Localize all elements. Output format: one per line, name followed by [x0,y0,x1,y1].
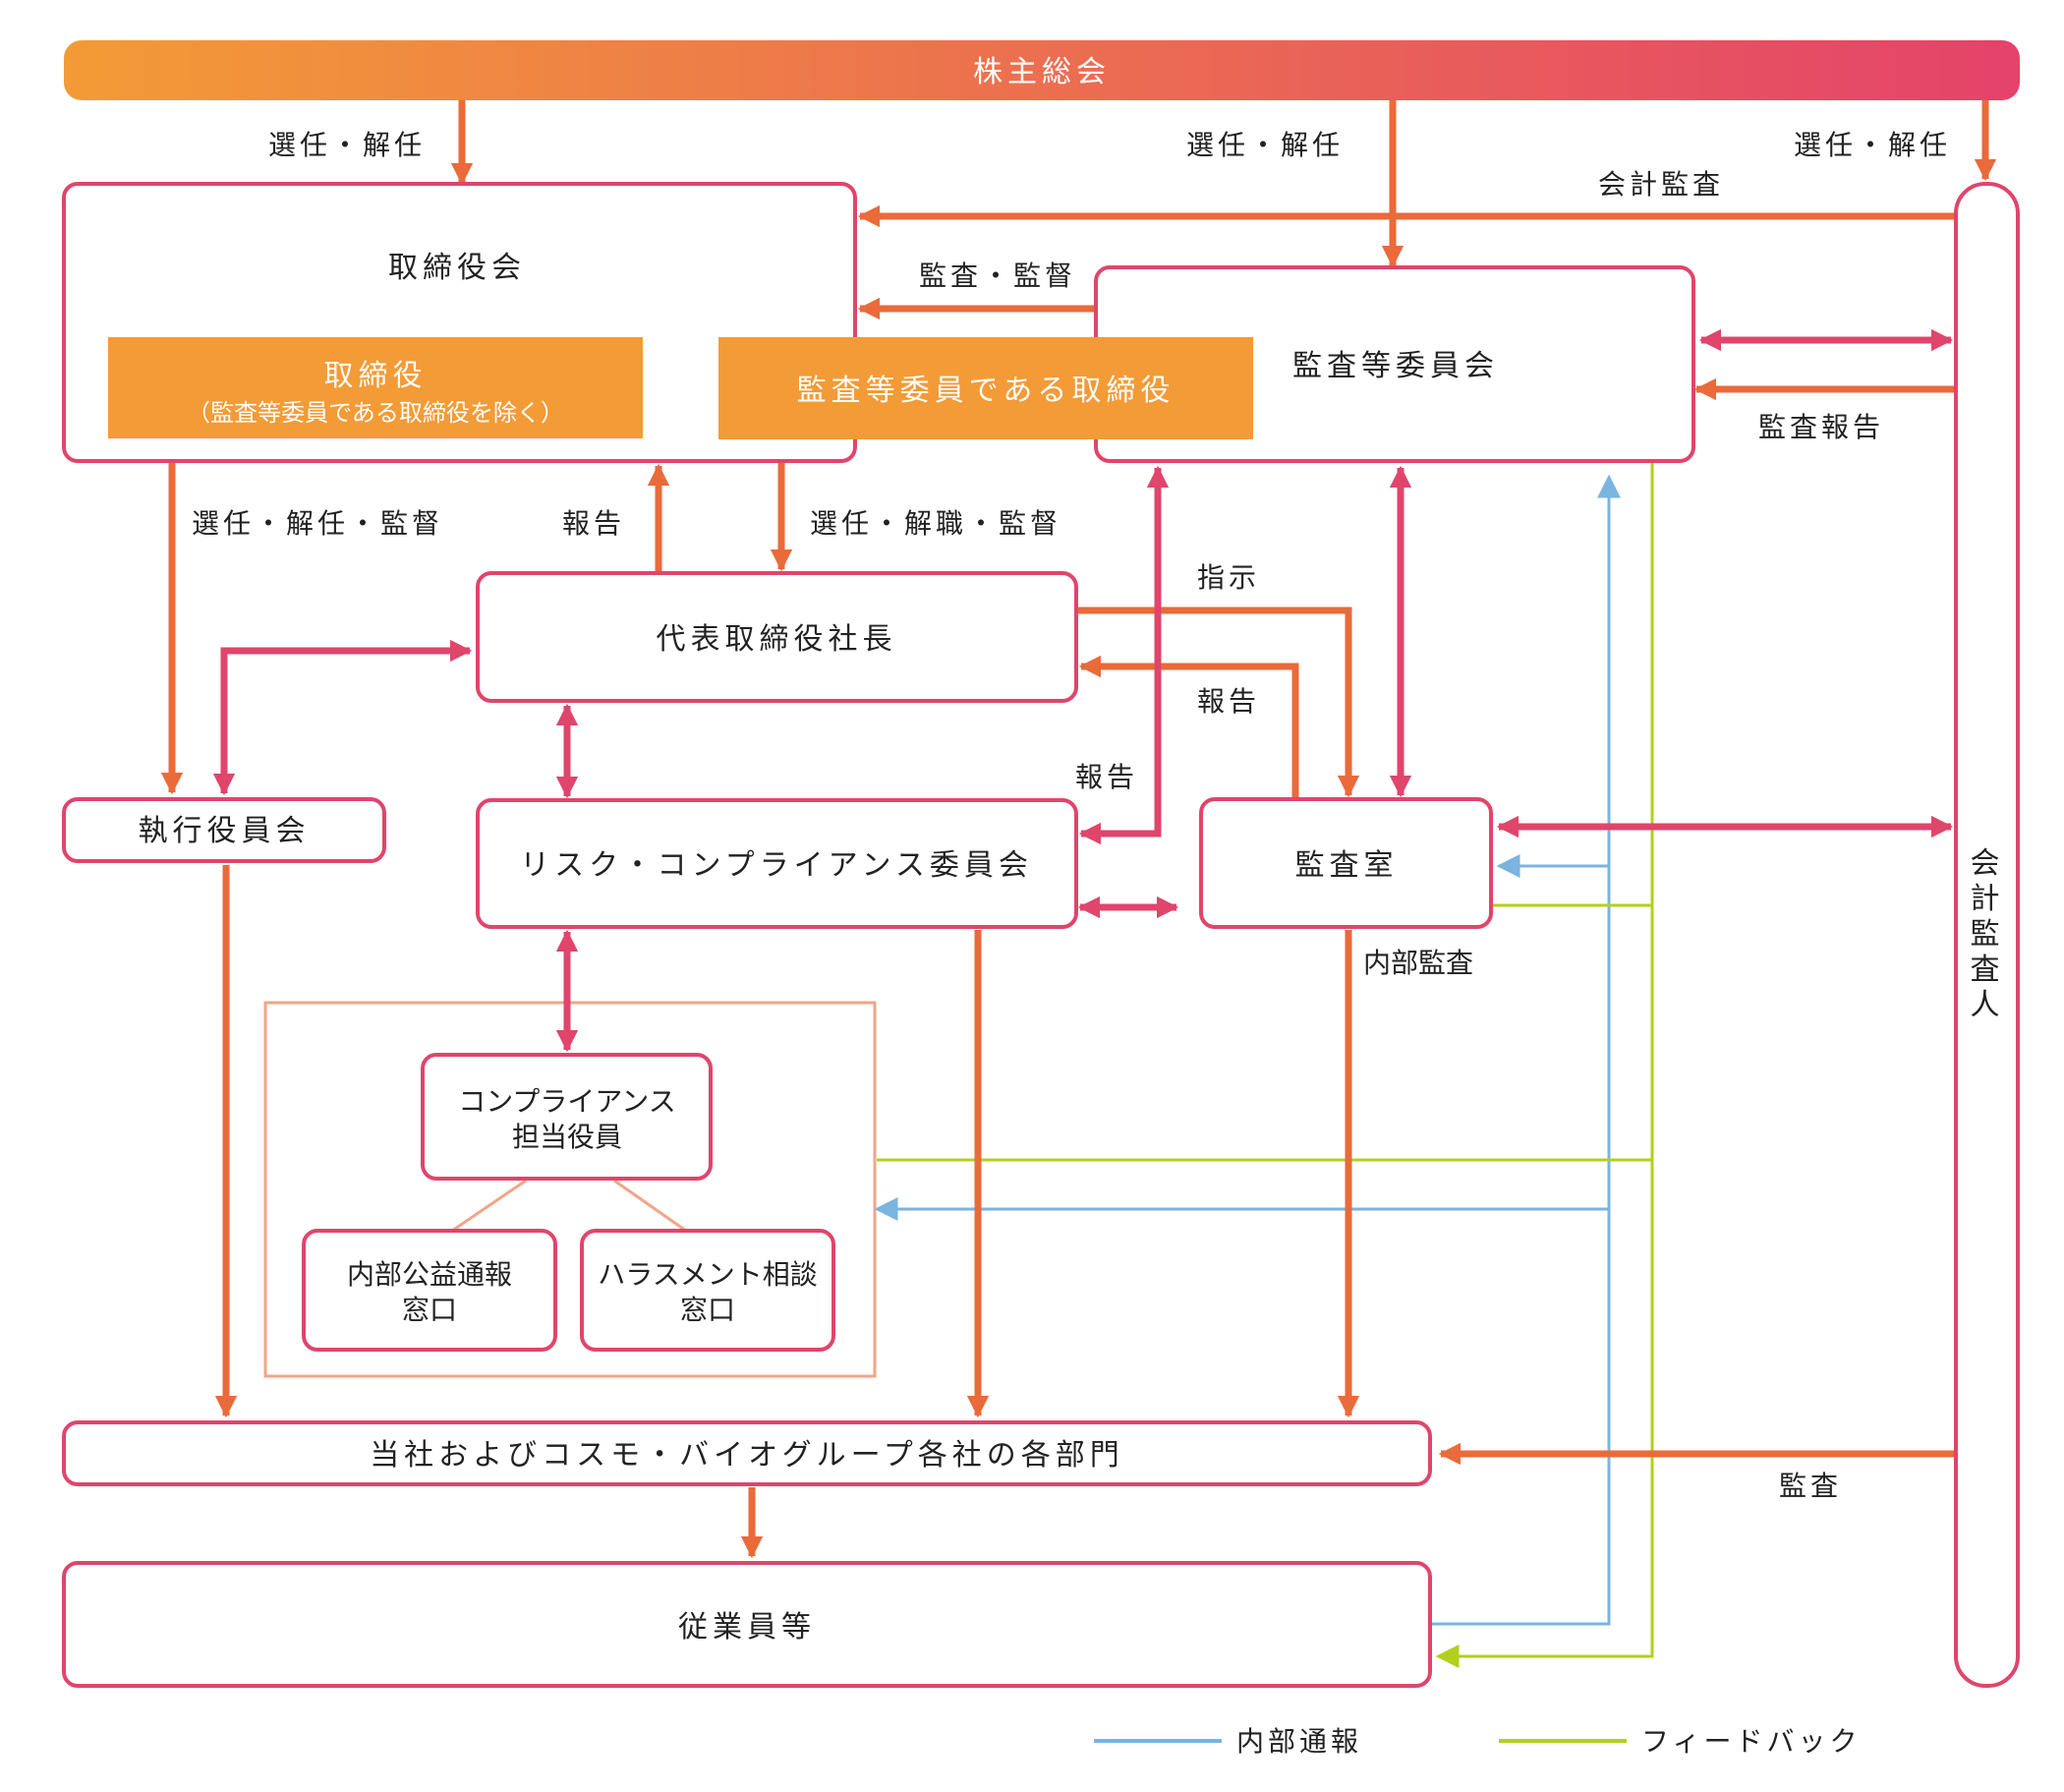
accounting-auditor-box [1954,182,2020,1688]
label-report-1: 報告 [562,507,625,540]
arrow-exec-president [212,639,473,796]
label-audit: 監査 [1779,1470,1842,1502]
whistleblowing-window-box [302,1229,557,1352]
risk-committee-label: リスク・コンプライアンス委員会 [520,848,1033,883]
harassment-window-label-1: ハラスメント相談 [598,1258,817,1291]
compliance-officer-box [421,1053,713,1181]
label-appoint-dismiss-3: 選任・解任 [1794,129,1951,161]
compliance-officer-label-2: 担当役員 [512,1121,622,1153]
feedback-lines [877,462,1654,1668]
pink-arrows [212,328,1954,1053]
audit-member-directors-label: 監査等委員である取締役 [797,374,1175,408]
compliance-officer-label-1: コンプライアンス [458,1085,675,1118]
internal-report-lines [874,474,1621,1626]
harassment-window-box [580,1229,835,1352]
label-audit-report: 監査報告 [1758,411,1884,443]
directors-sublabel: （監査等委員である取締役を除く） [187,399,564,427]
svg-text:査: 査 [1971,953,2005,987]
svg-text:計: 計 [1971,882,2005,916]
directors-label: 取締役 [324,359,428,393]
label-appoint-dismiss-supervise: 選任・解任・監督 [192,507,443,540]
label-audit-supervise: 監査・監督 [919,260,1076,292]
arrow-audit-committee-report-to-risk [1078,465,1170,845]
risk-committee-box [476,798,1078,929]
audit-office-box [1199,797,1493,929]
svg-text:監: 監 [1971,917,2005,952]
label-accounting-audit: 会計監査 [1598,168,1724,201]
label-report-3: 報告 [1075,761,1138,793]
whistleblowing-window-label-2: 窓口 [402,1294,457,1326]
shareholders-meeting-label: 株主総会 [973,55,1111,89]
whistleblowing-window-label-1: 内部公益通報 [347,1258,512,1291]
audit-member-directors-box [718,337,1253,439]
legend-feedback-label: フィードバック [1641,1725,1861,1758]
audit-office-label: 監査室 [1295,848,1399,883]
departments-box [62,1420,1432,1486]
board-of-directors-label: 取締役会 [388,251,526,285]
harassment-window-label-2: 窓口 [680,1294,735,1326]
blue-line-to-audit-committee [1430,474,1621,1626]
exec-committee-label: 執行役員会 [139,814,311,848]
accounting-auditor-label: 会 計 監 査 人 [1971,846,2005,1022]
president-box [476,571,1078,703]
employees-box [62,1561,1432,1688]
audit-committee-label: 監査等委員会 [1292,349,1499,383]
green-line-from-audit-committee [1435,462,1654,1668]
svg-text:会: 会 [1971,846,2005,881]
legend: 内部通報 フィードバック [1094,1725,1861,1758]
president-label: 代表取締役社長 [657,622,897,657]
label-internal-audit: 内部監査 [1363,947,1473,979]
exec-committee-box [62,797,386,863]
label-appoint-dismiss-1: 選任・解任 [268,129,426,161]
compliance-tree-line-right [613,1179,687,1233]
legend-internal-report-label: 内部通報 [1236,1725,1362,1758]
arrow-labels: 選任・解任 選任・解任 選任・解任 会計監査 監査・監督 監査報告 選任・解任・… [192,129,1951,1502]
label-report-2: 報告 [1197,685,1260,718]
shareholders-meeting-bar [64,40,2020,100]
label-appoint-dismiss-2: 選任・解任 [1186,129,1344,161]
label-instruction: 指示 [1197,561,1260,594]
svg-text:人: 人 [1971,988,2005,1022]
directors-box [108,337,643,438]
employees-label: 従業員等 [678,1610,816,1645]
label-appoint-dismiss-post-supervise: 選任・解職・監督 [810,507,1061,540]
compliance-tree-line-left [451,1179,527,1233]
departments-label: 当社およびコスモ・バイオグループ各社の各部門 [370,1438,1124,1473]
